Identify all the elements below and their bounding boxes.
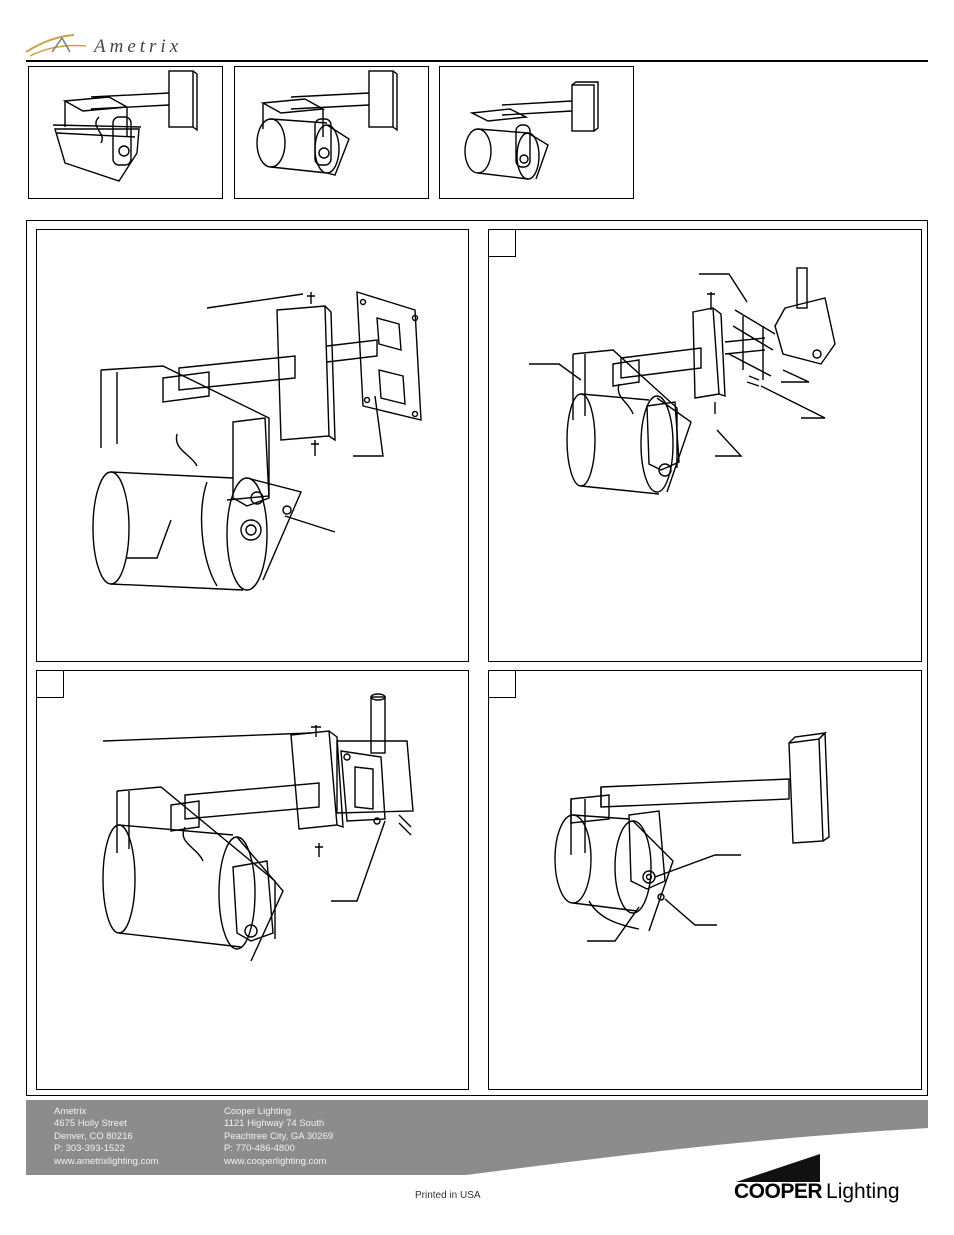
brand-name: Ametrix	[94, 36, 182, 58]
step-number-box	[488, 670, 516, 698]
ametrix-swoosh-icon	[24, 30, 94, 60]
header-rule	[26, 60, 928, 62]
ametrix-logo: Ametrix	[24, 30, 184, 60]
panel-step-2	[488, 229, 922, 662]
step-number-box	[36, 670, 64, 698]
thumbnail-cylinder-fixture	[234, 66, 429, 199]
thumbnail-cylinder-compact	[439, 66, 634, 199]
thumbnail-flood-fixture	[28, 66, 223, 199]
cooper-swoosh-icon	[734, 1150, 826, 1184]
panel-step-1	[36, 229, 469, 662]
panel-step-3	[36, 670, 469, 1090]
aiming-adjustment-drawing	[489, 671, 921, 1089]
step-number-box	[488, 229, 516, 257]
exploded-view-drawing	[37, 230, 468, 661]
panel-step-4	[488, 670, 922, 1090]
junction-box-mount-drawing	[489, 230, 921, 661]
logo-light-text: Lighting	[826, 1180, 900, 1203]
bracket-assembly-drawing	[37, 671, 468, 1089]
printed-note: Printed in USA	[415, 1190, 481, 1201]
installation-steps-frame	[26, 220, 928, 1096]
logo-bold-text: COOPER	[734, 1180, 822, 1203]
